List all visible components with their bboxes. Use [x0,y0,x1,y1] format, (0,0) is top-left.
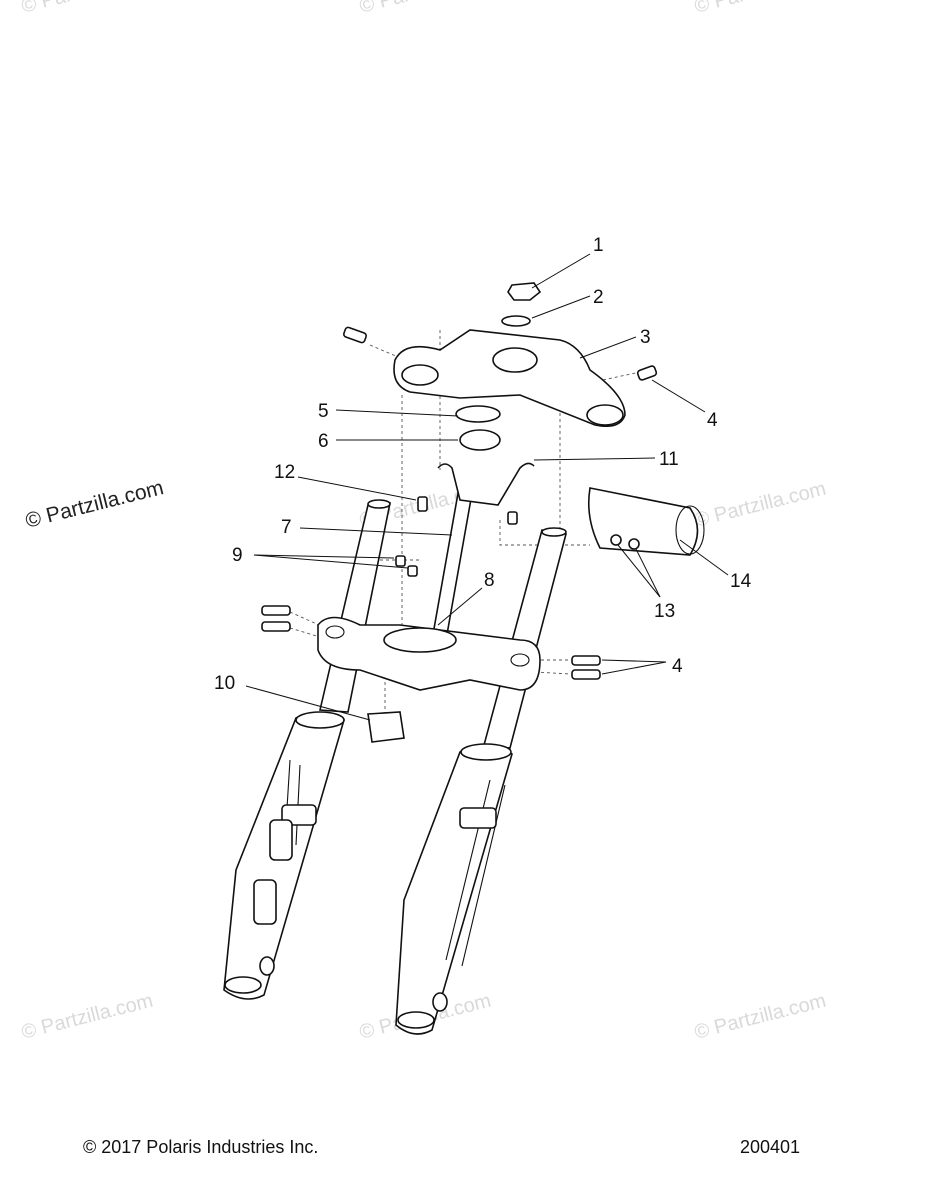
callout-6: 6 [318,431,329,452]
screw [407,565,418,577]
callout-11: 11 [659,449,679,470]
callout-3: 3 [640,327,651,348]
bearing-upper [455,405,501,423]
bolt [261,621,291,632]
callout-8: 8 [484,570,495,591]
screw [417,496,428,512]
callout-5: 5 [318,401,329,422]
callout-14: 14 [730,571,752,592]
callout-2: 2 [593,287,604,308]
callout-4-lower: 4 [672,656,683,677]
bracket [437,462,535,506]
spacer [367,711,405,743]
callout-12: 12 [274,462,296,483]
steering-stem [431,477,476,641]
screw [507,511,518,525]
bolt [571,669,601,680]
washer [501,315,531,327]
bolt [636,365,658,381]
screw [395,555,406,567]
callout-1: 1 [593,235,604,256]
callout-10: 10 [214,673,236,694]
cover [587,487,699,556]
copyright-text: © 2017 Polaris Industries Inc. [83,1137,319,1157]
stem-nut [507,282,542,301]
lower-triple-clamp [317,616,541,691]
bolt [342,326,368,344]
bolt [571,655,601,666]
left-fork-leg [223,499,391,1000]
diagram-id: 200401 [740,1137,801,1157]
bearing-lower [459,429,501,451]
callout-4: 4 [707,410,718,431]
callout-13: 13 [654,601,676,622]
upper-triple-clamp [393,329,626,428]
callout-9: 9 [232,545,243,566]
right-fork-leg [395,527,567,1035]
bolt [261,605,291,616]
callout-7: 7 [281,517,292,538]
